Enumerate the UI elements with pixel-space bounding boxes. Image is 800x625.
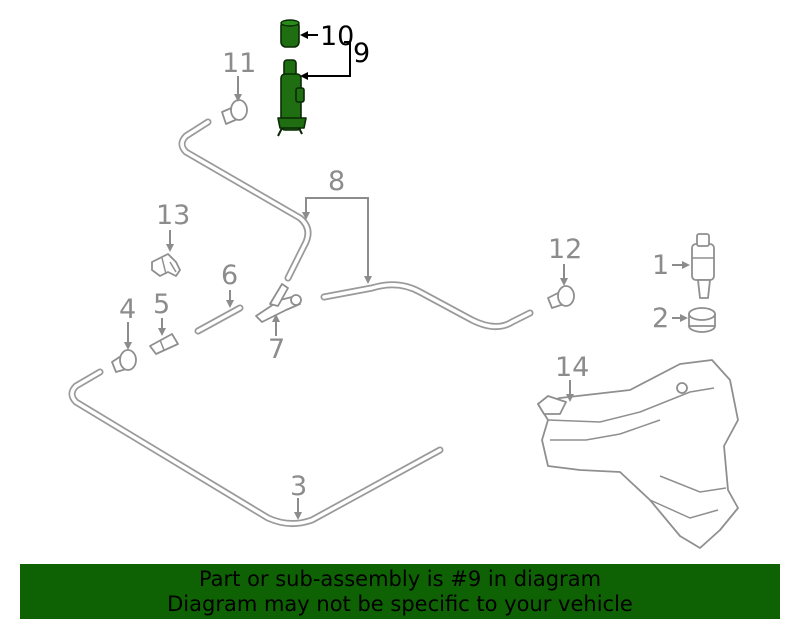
callout-13: 13 xyxy=(156,200,190,231)
washer-nozzle-part-9 xyxy=(277,59,307,137)
callout-labels: 1 2 3 4 5 6 7 8 9 10 11 12 13 14 xyxy=(119,21,669,502)
callout-5: 5 xyxy=(153,289,170,320)
washer-pump-part-1 xyxy=(691,233,715,299)
callout-2: 2 xyxy=(652,303,669,334)
hose-lower xyxy=(68,368,444,527)
nozzle-part-4 xyxy=(111,349,137,373)
callout-14: 14 xyxy=(555,352,589,383)
y-connector-part-7 xyxy=(255,283,302,323)
banner-line-1: Part or sub-assembly is #9 in diagram xyxy=(198,567,602,591)
callout-8: 8 xyxy=(328,166,345,197)
nozzle-part-12 xyxy=(547,285,575,309)
connector-part-5 xyxy=(149,333,179,355)
hose-upper xyxy=(178,118,312,282)
banner-line-2: Diagram may not be specific to your vehi… xyxy=(167,592,633,616)
grommet-part-2 xyxy=(688,307,716,333)
callout-1: 1 xyxy=(652,250,669,281)
washer-reservoir-part-14 xyxy=(537,359,739,549)
callout-7: 7 xyxy=(268,334,285,365)
hose-connector-6 xyxy=(194,304,244,335)
hose-middle xyxy=(320,281,534,330)
callout-6: 6 xyxy=(221,260,238,291)
callout-12: 12 xyxy=(548,234,582,265)
callout-11: 11 xyxy=(222,48,256,79)
nozzle-part-11 xyxy=(221,99,248,125)
cap-part-10 xyxy=(280,19,300,48)
callout-4: 4 xyxy=(119,294,136,325)
leader-lines xyxy=(124,31,690,520)
elbow-connector-part-13 xyxy=(151,253,181,277)
callout-3: 3 xyxy=(290,471,307,502)
parts-diagram: 1 2 3 4 5 6 7 8 9 10 11 12 13 14 xyxy=(68,19,739,549)
callout-10: 10 xyxy=(320,21,354,52)
callout-9: 9 xyxy=(353,38,370,69)
info-banner: Part or sub-assembly is #9 in diagram Di… xyxy=(20,564,780,619)
